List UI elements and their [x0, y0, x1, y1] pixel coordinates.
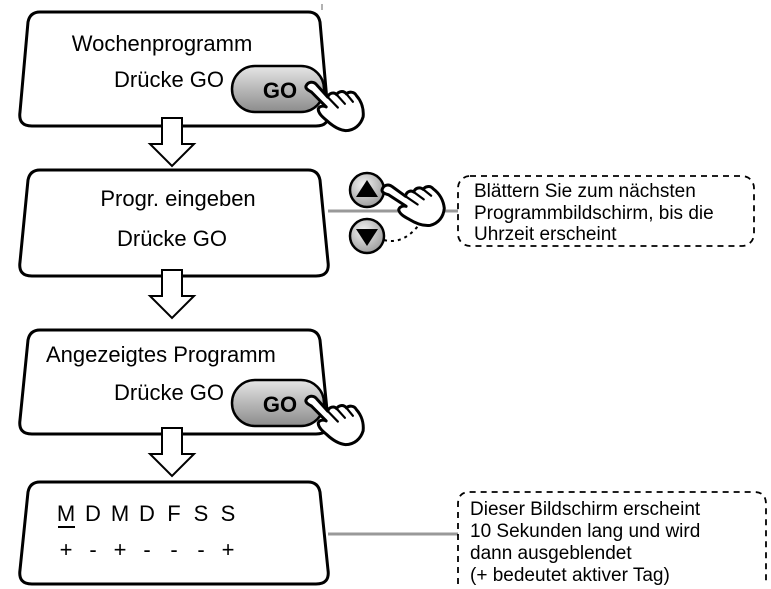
note-scroll-line-3: Uhrzeit erscheint [474, 224, 617, 245]
weekday-marks: + - + - - - + [60, 537, 235, 562]
weekday-mark: - [170, 537, 177, 562]
down-button[interactable] [348, 217, 386, 255]
go-label-2: GO [263, 392, 297, 417]
weekday-mark: + [60, 537, 73, 562]
note-scroll-line-2: Programmbildschirm, bis die [474, 203, 714, 224]
weekday-letter: D [85, 501, 101, 526]
weekday-mark: + [222, 537, 235, 562]
note-days-line-1: Dieser Bildschirm erscheint [470, 499, 701, 520]
weekday-letter: M [111, 501, 129, 526]
triangle-down-icon [356, 229, 378, 246]
weekday-mark: - [197, 537, 204, 562]
weekday-letters: M D M D F S S [57, 501, 236, 526]
screen-2-prompt: Drücke GO [117, 226, 227, 251]
weekday-letter: S [221, 501, 236, 526]
screen-1-title: Wochenprogramm [72, 31, 253, 56]
go-button-2[interactable]: GO [230, 378, 326, 428]
note-days-line-3: dann ausgeblendet [470, 543, 632, 564]
weekday-letter: F [167, 501, 180, 526]
weekday-letter: M [57, 501, 75, 526]
screen-3-prompt: Drücke GO [114, 380, 224, 405]
screen-2-display [18, 168, 330, 278]
triangle-up-icon [356, 180, 378, 197]
weekday-letter: S [194, 501, 209, 526]
weekday-letter: D [139, 501, 155, 526]
screen-1-prompt: Drücke GO [114, 67, 224, 92]
note-days-line-4: (+ bedeutet aktiver Tag) [470, 565, 670, 586]
note-box-days [457, 491, 767, 584]
motion-dots [383, 225, 419, 242]
weekday-mark: - [89, 537, 96, 562]
pointing-hand-icon [378, 161, 454, 239]
screen-4-display [18, 480, 330, 586]
up-button[interactable] [348, 171, 386, 209]
go-button-1[interactable]: GO [230, 64, 326, 114]
note-box-scroll [457, 175, 755, 247]
weekday-mark: - [143, 537, 150, 562]
screen-2-title: Progr. eingeben [100, 186, 255, 211]
go-label-1: GO [263, 78, 297, 103]
screen-3-title: Angezeigtes Programm [46, 342, 276, 367]
weekday-mark: + [114, 537, 127, 562]
note-scroll-line-1: Blättern Sie zum nächsten [474, 181, 696, 202]
note-days-line-2: 10 Sekunden lang und wird [470, 521, 700, 542]
